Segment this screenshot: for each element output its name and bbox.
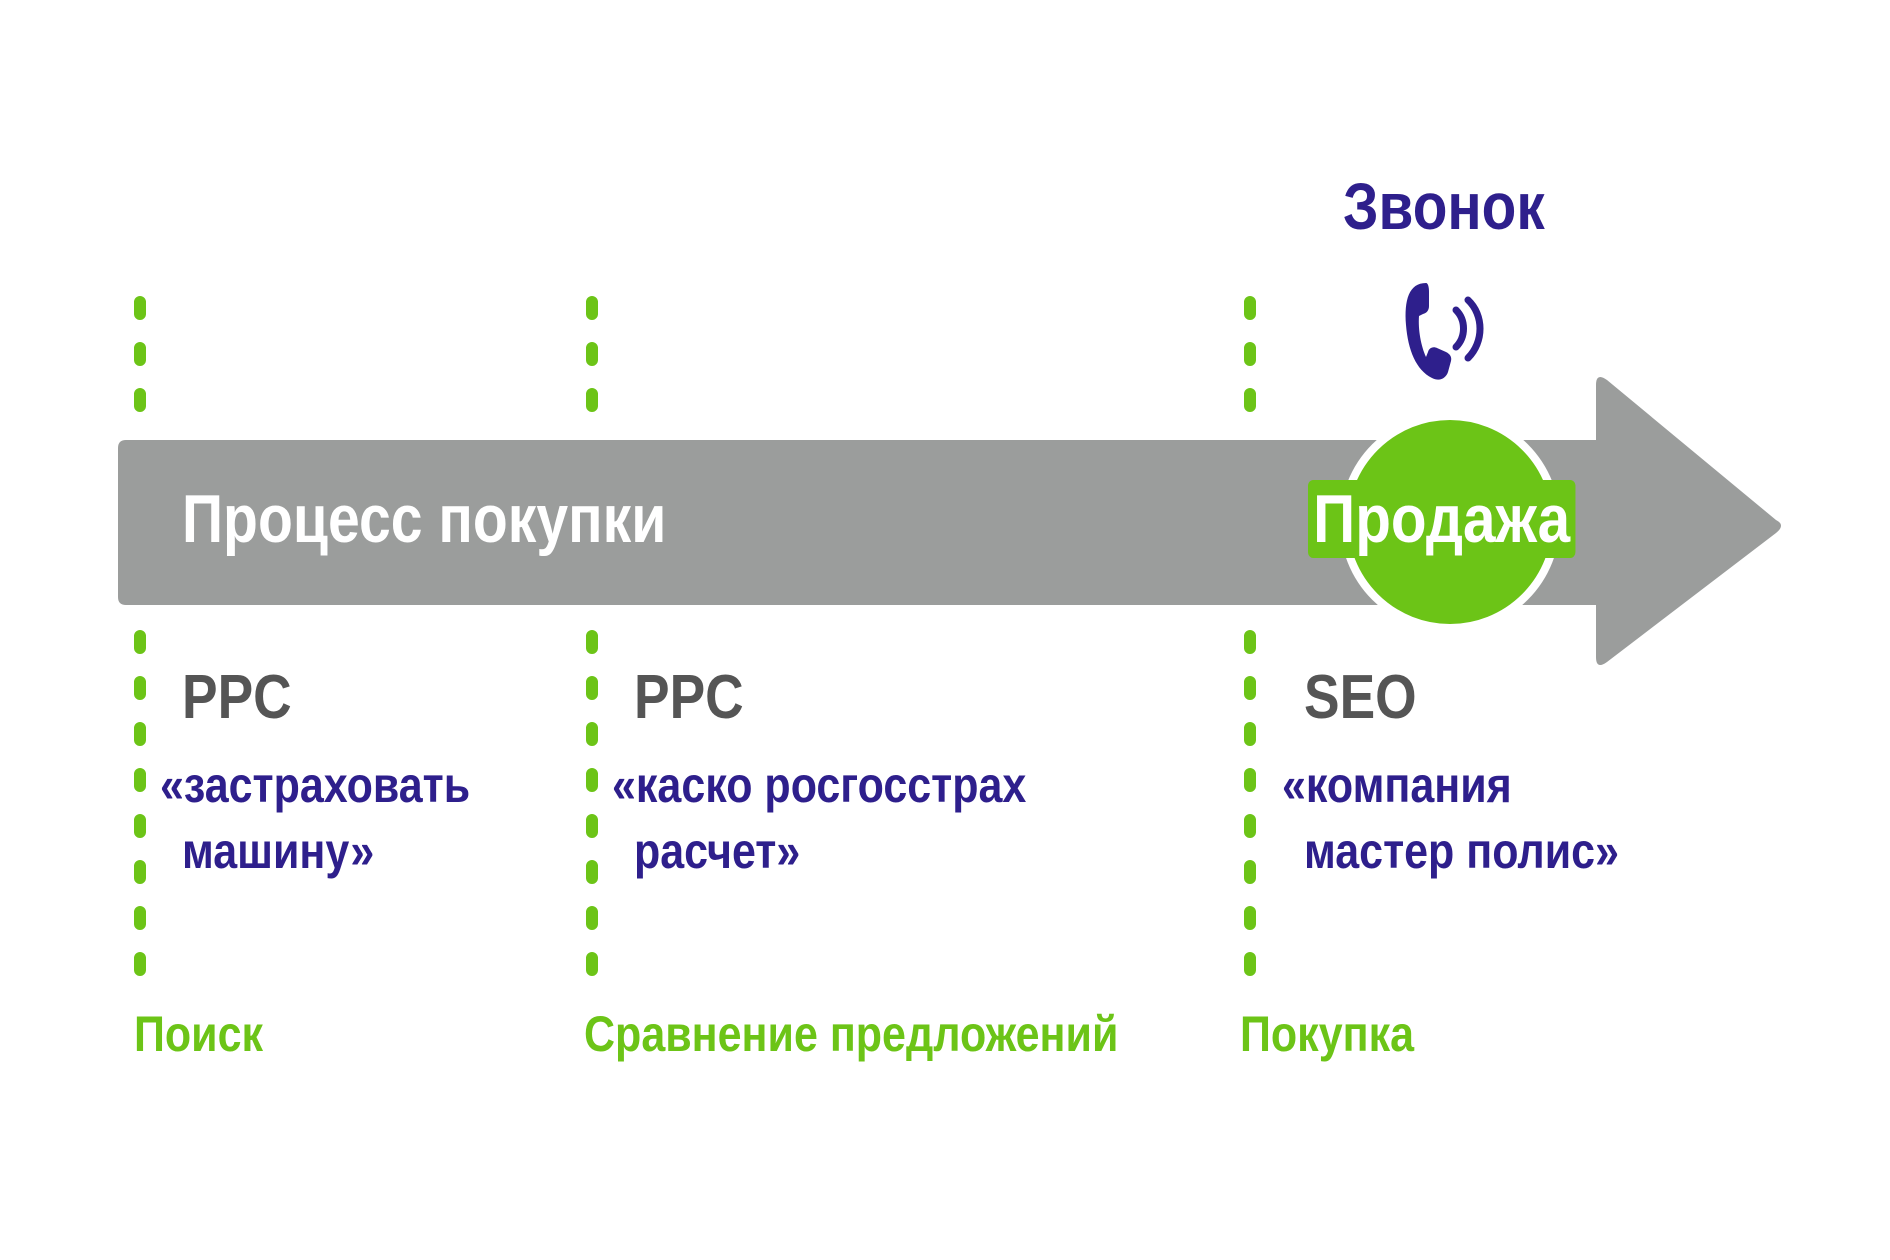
call-title: Звонок (1343, 169, 1545, 243)
stage-1-query-line1: «застраховать (160, 757, 471, 813)
stage-2-channel: PPC (634, 663, 744, 732)
stage-2-query-line2: расчет» (634, 823, 801, 879)
stage-3-label: Покупка (1240, 1006, 1415, 1062)
stage-2-label: Сравнение предложений (584, 1006, 1119, 1062)
phone-ringing-icon (1405, 283, 1484, 380)
stage-1-label: Поиск (134, 1006, 264, 1062)
stage-2-query-line1: «каско росгосстрах (612, 757, 1027, 813)
stage-3-query-line2: мастер полис» (1304, 823, 1620, 879)
stage-3-query-line1: «компания (1282, 757, 1512, 813)
stage-divider-top (134, 296, 1256, 418)
stage-1-channel: PPC (182, 663, 292, 732)
stage-3-channel: SEO (1304, 663, 1417, 732)
sale-label: Продажа (1308, 480, 1576, 558)
stage-1-query-line2: машину» (182, 823, 375, 879)
stage-divider-bottom (134, 630, 1256, 981)
process-label: Процесс покупки (182, 481, 667, 557)
process-arrow (118, 376, 1781, 666)
